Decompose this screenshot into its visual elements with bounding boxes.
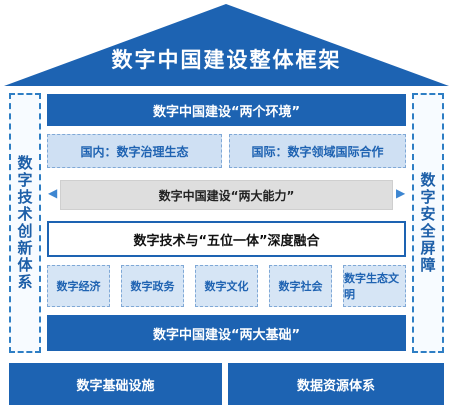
international-box: 国际：数字领域国际合作 xyxy=(229,134,406,168)
right-pillar: 数字安全屏障 xyxy=(412,93,444,353)
domestic-box: 国内：数字治理生态 xyxy=(47,134,222,168)
chevron-right-icon: ▶ xyxy=(396,186,406,200)
fusion-bar: 数字技术与“五位一体”深度融合 xyxy=(47,221,406,257)
right-pillar-label: 数字安全屏障 xyxy=(418,172,437,274)
domain-economy: 数字经济 xyxy=(47,265,110,307)
two-environments-bar: 数字中国建设“两个环境” xyxy=(47,94,406,126)
left-pillar: 数字技术创新体系 xyxy=(9,93,41,353)
two-foundations-bar: 数字中国建设“两大基础” xyxy=(47,315,406,351)
left-pillar-label: 数字技术创新体系 xyxy=(15,155,34,291)
domain-government: 数字政务 xyxy=(121,265,184,307)
chevron-left-icon: ◀ xyxy=(48,186,58,200)
domain-society: 数字社会 xyxy=(269,265,332,307)
foundation-data-resources: 数据资源体系 xyxy=(228,363,444,405)
domain-culture: 数字文化 xyxy=(195,265,258,307)
framework-title: 数字中国建设整体框架 xyxy=(111,48,342,72)
roof xyxy=(4,4,449,86)
foundation-infrastructure: 数字基础设施 xyxy=(9,363,222,405)
two-capabilities-bar: 数字中国建设“两大能力” xyxy=(60,180,393,210)
domain-ecology: 数字生态文明 xyxy=(343,265,406,307)
